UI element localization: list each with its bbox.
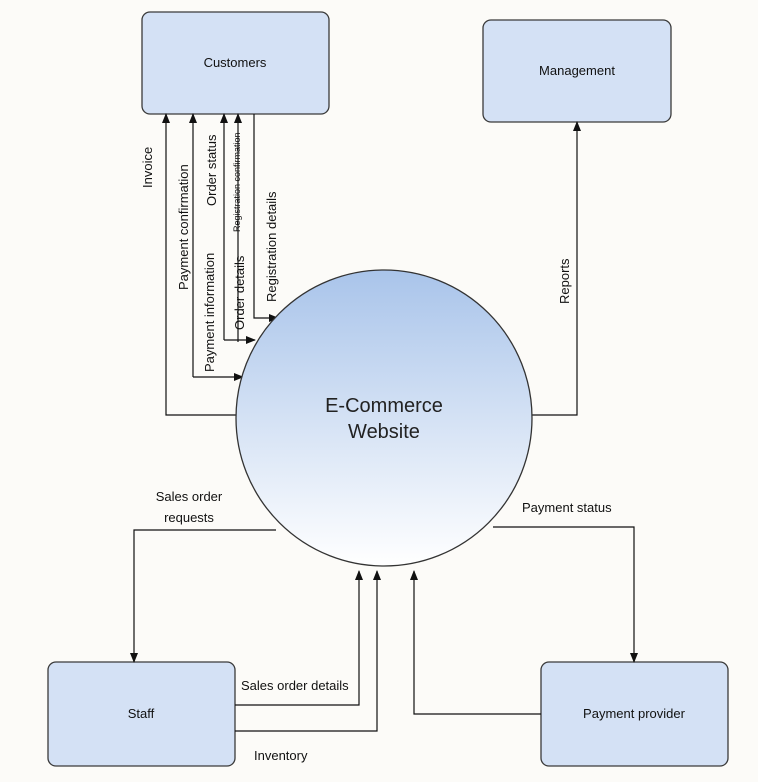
registration-confirmation-label: Registration confirmation: [232, 132, 242, 232]
sales-order-requests-label-line2: requests: [164, 510, 214, 525]
payment-confirmation-label: Payment confirmation: [176, 164, 191, 290]
registration-details-flow-line: [253, 114, 279, 322]
sales-order-details-flow-line: [235, 570, 363, 706]
ecommerce-website-process[interactable]: E-Commerce Website: [235, 269, 533, 567]
inventory-flow-line: [235, 570, 381, 732]
payment-status-label: Payment status: [522, 500, 612, 515]
sales-order-details-label: Sales order details: [241, 678, 349, 693]
registration-details-label: Registration details: [264, 191, 279, 302]
payment-provider-label: Payment provider: [583, 706, 686, 721]
inventory-label: Inventory: [254, 748, 308, 763]
sales-order-requests-flow-line: [130, 529, 276, 663]
payment-provider-to-website-flow-line: [410, 570, 541, 715]
customers-label: Customers: [204, 55, 267, 70]
invoice-label: Invoice: [140, 147, 155, 188]
sales-order-requests-label-line1: Sales order: [156, 489, 223, 504]
invoice-flow-line: [162, 113, 236, 416]
order-status-label: Order status: [204, 134, 219, 206]
payment-provider-entity[interactable]: Payment provider: [540, 661, 729, 767]
customers-entity[interactable]: Customers: [141, 11, 330, 115]
staff-label: Staff: [128, 706, 155, 721]
payment-status-flow-line: [493, 526, 638, 663]
process-label-line2: Website: [348, 421, 420, 443]
management-entity[interactable]: Management: [482, 19, 672, 123]
reports-flow-line: [532, 121, 581, 416]
process-label-line1: E-Commerce: [325, 395, 443, 417]
staff-entity[interactable]: Staff: [47, 661, 236, 767]
management-label: Management: [539, 63, 615, 78]
order-details-label: Order details: [232, 255, 247, 330]
payment-information-label: Payment information: [202, 253, 217, 372]
reports-label: Reports: [557, 258, 572, 304]
